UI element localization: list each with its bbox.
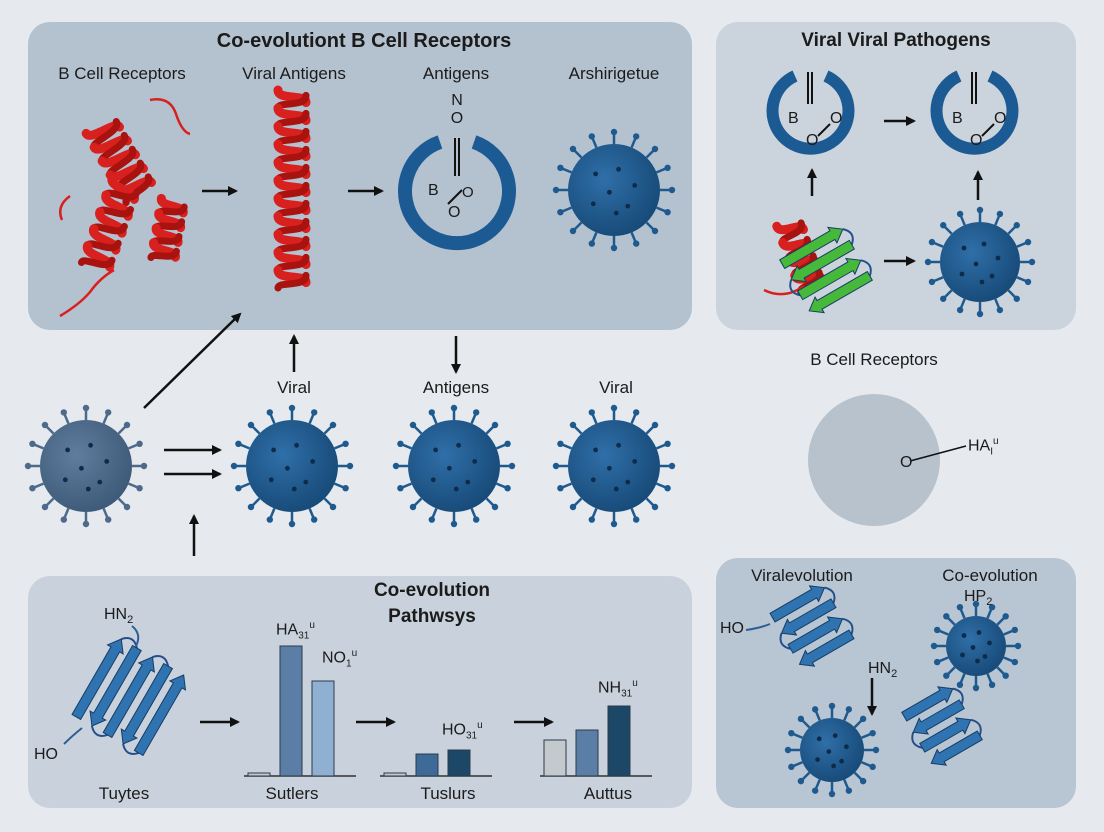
bcr-helix-2	[77, 173, 141, 272]
label-antigens-mid: Antigens	[422, 378, 490, 397]
label-viralevolution: Viralevolution	[751, 566, 853, 585]
bcr-helix-3	[147, 193, 188, 262]
virus-right-panel	[924, 206, 1036, 318]
ho-label: HO	[34, 746, 58, 763]
hn2-label: HN2	[104, 606, 134, 627]
virus-top-right	[552, 128, 676, 252]
sheet-rb-1	[769, 585, 855, 667]
chem-n: N	[451, 92, 463, 109]
chem-b: B	[428, 182, 439, 199]
bar-group-0	[244, 645, 356, 777]
label-tuytes: Tuytes	[98, 784, 150, 803]
bar-charts	[244, 645, 652, 777]
bcr-o: O	[900, 454, 913, 471]
label-viral-antigens: Viral Antigens	[242, 64, 346, 83]
virus-shapes	[24, 128, 1036, 798]
virus-mid-1	[230, 404, 354, 528]
bar-1-2	[447, 749, 471, 777]
sheet-bottom-left	[71, 637, 187, 757]
bar-group-1	[380, 749, 492, 777]
label-arshirigetue: Arshirigetue	[568, 64, 660, 83]
bcr-title: B Cell Receptors	[810, 350, 938, 369]
right-top-title: Viral Viral Pathogens	[801, 30, 991, 51]
annot-ha31: HA31u	[276, 620, 315, 642]
bcr-connector	[909, 445, 967, 462]
right-bottom-panel	[716, 558, 1076, 808]
label-co-evolution: Co-evolution	[942, 566, 1038, 585]
bar-0-1	[279, 645, 303, 777]
label-antigens: Antigens	[422, 64, 490, 83]
rb-ho-label: HO	[720, 620, 744, 637]
annot-nh31: NH31u	[598, 678, 638, 700]
virus-grey-left	[24, 404, 148, 528]
ring2-o1: O	[994, 110, 1007, 127]
ring2-b: B	[952, 110, 963, 127]
ring-right-2	[930, 70, 1019, 155]
top-panel-title: Co-evolutiont B Cell Receptors	[216, 30, 512, 52]
ring-top	[398, 135, 516, 251]
viral-antigen-helix	[273, 85, 311, 292]
virus-rb-1	[930, 600, 1022, 692]
bcr-circle	[808, 394, 940, 526]
sheet-green-right	[779, 226, 873, 314]
bar-1-0	[383, 772, 407, 777]
ring1-o2: O	[806, 132, 819, 149]
bar-2-1	[575, 729, 599, 777]
rb-hn2-label: HN2	[868, 660, 898, 681]
chem-o-top: O	[450, 110, 464, 127]
ring2-o2: O	[970, 132, 983, 149]
bottom-title-line2: Pathwsys	[388, 606, 476, 627]
label-b-cell-receptors: B Cell Receptors	[58, 64, 186, 83]
virus-mid-2	[392, 404, 516, 528]
hp2-label: HP2	[964, 588, 993, 609]
label-sutlers: Sutlers	[265, 784, 319, 803]
ring-right-1	[766, 70, 855, 155]
label-tuslurs: Tuslurs	[420, 784, 476, 803]
label-viral-2: Viral	[599, 378, 633, 397]
bar-0-2	[311, 680, 335, 777]
chem-o-mid: O	[462, 184, 474, 201]
bcr-ha: HAIu	[968, 436, 999, 458]
chem-o-bottom: O	[448, 204, 461, 221]
label-viral-1: Viral	[277, 378, 311, 397]
ring1-o1: O	[830, 110, 843, 127]
bar-2-0	[543, 739, 567, 777]
arrows	[143, 116, 983, 727]
bar-0-0	[247, 772, 271, 777]
bar-1-1	[415, 753, 439, 777]
label-auttus: Auttus	[583, 784, 633, 803]
sheet-shapes	[71, 226, 983, 766]
annot-ho31: HO31u	[442, 720, 483, 742]
ring1-b: B	[788, 110, 799, 127]
annot-no1: NO1u	[322, 648, 358, 670]
bottom-title-line1: Co-evolution	[373, 580, 491, 601]
bar-group-2	[540, 705, 652, 777]
virus-rb-2	[784, 702, 880, 798]
bar-2-2	[607, 705, 631, 777]
virus-mid-3	[552, 404, 676, 528]
sheet-rb-2	[901, 686, 983, 766]
